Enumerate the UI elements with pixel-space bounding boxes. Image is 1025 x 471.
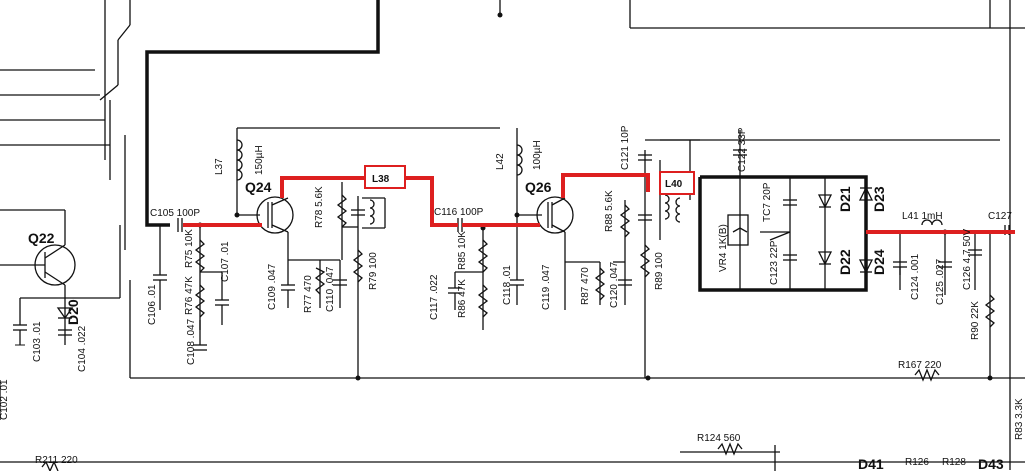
d21-label: D21 (837, 186, 853, 212)
l42-value: 100µH (532, 140, 543, 170)
r85-label: R85 10K (457, 231, 468, 270)
r86-label: R86 47K (457, 279, 468, 318)
q24-stage (153, 127, 500, 378)
bottom-rails (0, 280, 1025, 471)
c107-label: C107 .01 (220, 241, 231, 282)
c127-label: C127 (988, 211, 1012, 222)
r167-label: R167 220 (898, 360, 942, 371)
c103-label: C103 .01 (32, 321, 43, 362)
c104-label: C104 .022 (77, 325, 88, 372)
tc7-label: TC7 20P (762, 182, 773, 222)
r89-label: R89 100 (654, 252, 665, 290)
r126-label: R126 (905, 457, 929, 468)
output-section (893, 219, 1010, 378)
c105-label: C105 100P (150, 208, 200, 219)
r211-label: R211 220 (35, 455, 78, 466)
l38-highlight-box (364, 165, 406, 189)
r78-label: R78 5.6K (314, 186, 325, 228)
r124-label: R124 560 (697, 433, 741, 444)
l40-highlight-box (659, 171, 695, 195)
c125-label: C125 .027 (935, 258, 946, 305)
c120-label: C120 .047 (609, 261, 620, 308)
l40-label: L40 (665, 179, 683, 190)
d43-label: D43 (978, 456, 1004, 471)
d23-label: D23 (871, 186, 887, 212)
r77-label: R77 470 (303, 275, 314, 313)
detector-network (698, 130, 874, 292)
l38-label: L38 (372, 174, 390, 185)
c116-label: C116 100P (434, 207, 484, 218)
c124-label: C124 .001 (910, 253, 921, 300)
c102-label: C102 .01 (0, 379, 10, 420)
c109-label: C109 .047 (267, 263, 278, 310)
q22-label: Q22 (28, 230, 55, 246)
c106-label: C106 .01 (147, 284, 158, 325)
l37-label: L37 (214, 158, 225, 175)
c123-label: C123 22P (769, 240, 780, 285)
r90-label: R90 22K (970, 301, 981, 340)
thick-supply-line (145, 0, 380, 227)
q26-label: Q26 (525, 179, 552, 195)
r79-label: R79 100 (368, 252, 379, 290)
r76-label: R76 47K (184, 276, 195, 315)
d24-label: D24 (871, 249, 887, 275)
r75-label: R75 10K (184, 229, 195, 268)
d41-label: D41 (858, 456, 884, 471)
c118-label: C118 .01 (502, 265, 513, 305)
highlighted-signal-path (183, 165, 1015, 234)
l41-label: L41 1mH (902, 211, 943, 222)
q24-label: Q24 (245, 179, 272, 195)
component-labels: Q22 Q24 Q26 D20 D21 D22 D23 D24 D41 D43 … (0, 125, 1025, 471)
c126-label: C126 4.7 50V (962, 229, 973, 290)
c110-label: C110 .047 (325, 266, 336, 312)
d22-label: D22 (837, 249, 853, 275)
c121-label: C121 10P (620, 125, 631, 170)
l37-value: 150µH (254, 145, 265, 175)
d20-label: D20 (65, 299, 81, 325)
l42-label: L42 (495, 153, 506, 170)
c119-label: C119 .047 (541, 264, 552, 310)
c108-label: C108 .047 (186, 318, 197, 365)
c117-label: C117 .022 (429, 274, 440, 320)
q26-stage (448, 128, 1000, 378)
r83-label: R83 3.3K (1014, 398, 1025, 440)
vr4-label: VR4 1K(B) (718, 224, 729, 272)
r87-label: R87 470 (580, 267, 591, 305)
c122-label: C122 33P (737, 127, 748, 172)
r88-label: R88 5.6K (604, 190, 615, 232)
r128-label: R128 (942, 457, 966, 468)
q22-stage (0, 209, 121, 346)
